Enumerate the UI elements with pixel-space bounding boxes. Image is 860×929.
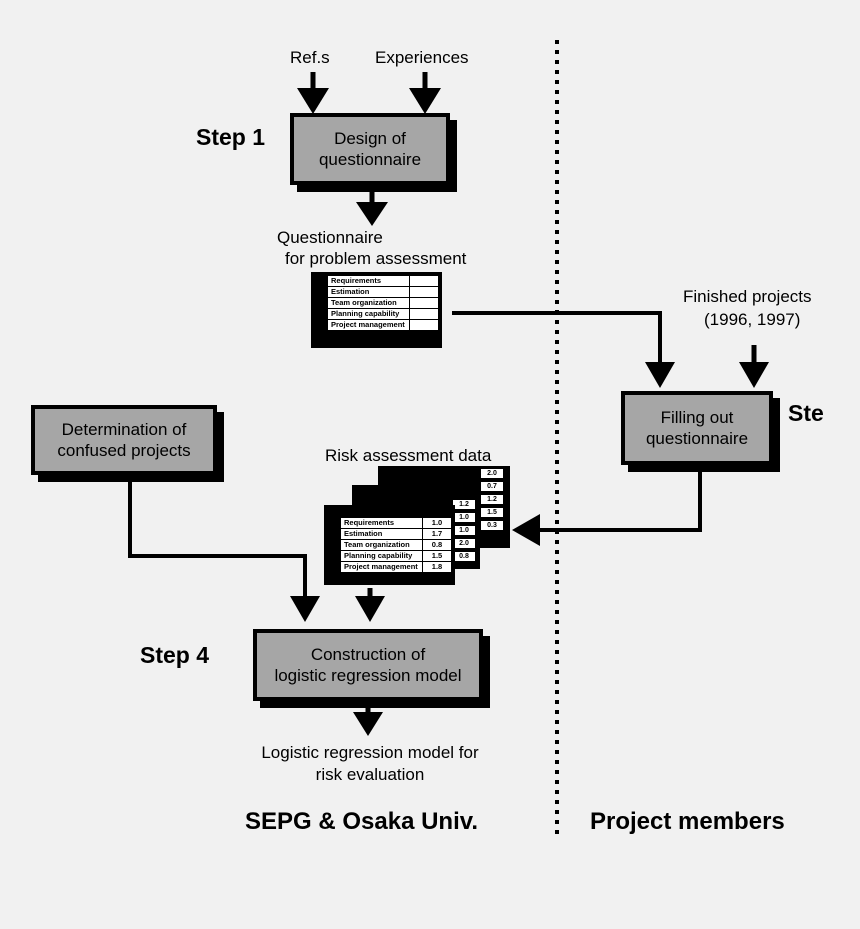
step-1-label: Step 1	[196, 124, 266, 150]
risk-data-label: Risk assessment data	[325, 446, 492, 465]
risk-row-label: Requirements	[340, 517, 423, 529]
risk-middle-value: 1.0	[452, 525, 476, 536]
risk-middle-value: 1.0	[452, 512, 476, 523]
questionnaire-row-label: Team organization	[327, 297, 410, 309]
risk-row-value: 1.8	[422, 561, 452, 573]
risk-row-value: 1.7	[422, 528, 452, 540]
risk-row-label: Planning capability	[340, 550, 423, 562]
questionnaire-form: Requirements Estimation Team organizatio…	[311, 272, 442, 348]
output-label-line2: risk evaluation	[315, 765, 425, 784]
questionnaire-label-line2: for problem assessment	[285, 249, 467, 268]
determination-text: Determination of confused projects	[57, 420, 191, 460]
column-project-members: Project members	[590, 808, 785, 835]
output-label-line1: Logistic regression model for	[261, 743, 479, 762]
filling-questionnaire-box: Filling out questionnaire	[621, 391, 773, 465]
risk-row-label: Estimation	[340, 528, 423, 540]
risk-back-value: 2.0	[480, 468, 504, 479]
arrow-determination-to-construction	[128, 478, 307, 600]
risk-row-value: 1.0	[422, 517, 452, 529]
risk-row-label: Team organization	[340, 539, 423, 551]
risk-back-value: 1.2	[480, 494, 504, 505]
risk-row-value: 0.8	[422, 539, 452, 551]
questionnaire-row-label: Planning capability	[327, 308, 410, 320]
refs-label: Ref.s	[290, 48, 330, 67]
risk-middle-value: 1.2	[452, 499, 476, 510]
risk-back-value: 1.5	[480, 507, 504, 518]
design-questionnaire-text: Design of questionnaire	[318, 129, 422, 169]
experiences-label: Experiences	[375, 48, 469, 67]
risk-back-value: 0.7	[480, 481, 504, 492]
questionnaire-label-line1: Questionnaire	[277, 228, 383, 247]
risk-middle-value: 2.0	[452, 538, 476, 549]
risk-back-value: 0.3	[480, 520, 504, 531]
design-questionnaire-box: Design of questionnaire	[290, 113, 450, 185]
construction-text: Construction of logistic regression mode…	[274, 645, 462, 685]
questionnaire-row-label: Project management	[327, 319, 410, 331]
questionnaire-row-label: Estimation	[327, 286, 410, 298]
finished-projects-line1: Finished projects	[683, 287, 812, 306]
step-4-label: Step 4	[140, 642, 210, 668]
arrow-questionnaire-to-filling	[452, 311, 662, 365]
column-sepg: SEPG & Osaka Univ.	[245, 808, 478, 835]
risk-row-value: 1.5	[422, 550, 452, 562]
construction-box: Construction of logistic regression mode…	[253, 629, 483, 701]
step-3-label: Ste	[788, 400, 824, 426]
risk-middle-value: 0.8	[452, 551, 476, 562]
finished-projects-line2: (1996, 1997)	[704, 310, 801, 329]
filling-questionnaire-text: Filling out questionnaire	[645, 408, 749, 448]
questionnaire-row-label: Requirements	[327, 275, 410, 287]
risk-row-label: Project management	[340, 561, 423, 573]
determination-box: Determination of confused projects	[31, 405, 217, 475]
arrow-filling-to-risk-data	[536, 470, 702, 532]
